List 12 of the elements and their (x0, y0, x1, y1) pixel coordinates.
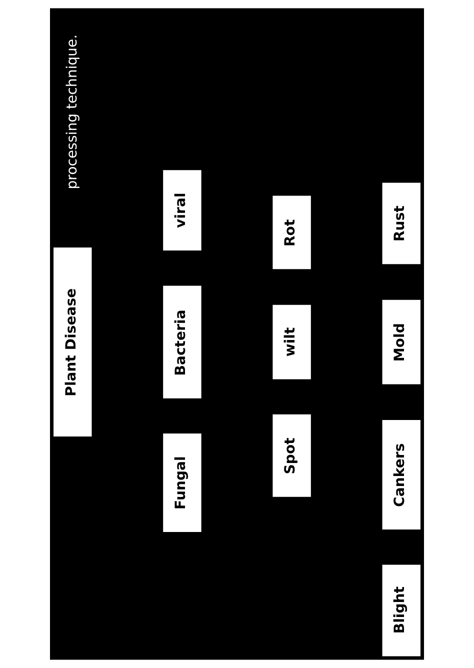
node-box: Spot (272, 414, 311, 497)
label: processing technique. (64, 34, 80, 190)
node-box: wilt (272, 304, 311, 380)
node-box: viral (163, 170, 202, 251)
node-box: Rust (382, 182, 420, 264)
node-box: Blight (382, 564, 420, 656)
node-box: Bacteria (163, 286, 202, 398)
node-box: Cankers (382, 420, 420, 530)
node-box: Mold (382, 300, 420, 384)
node-box: Rot (272, 196, 311, 270)
node-box: Fungal (163, 434, 202, 532)
node-box: Plant Disease (54, 248, 92, 437)
